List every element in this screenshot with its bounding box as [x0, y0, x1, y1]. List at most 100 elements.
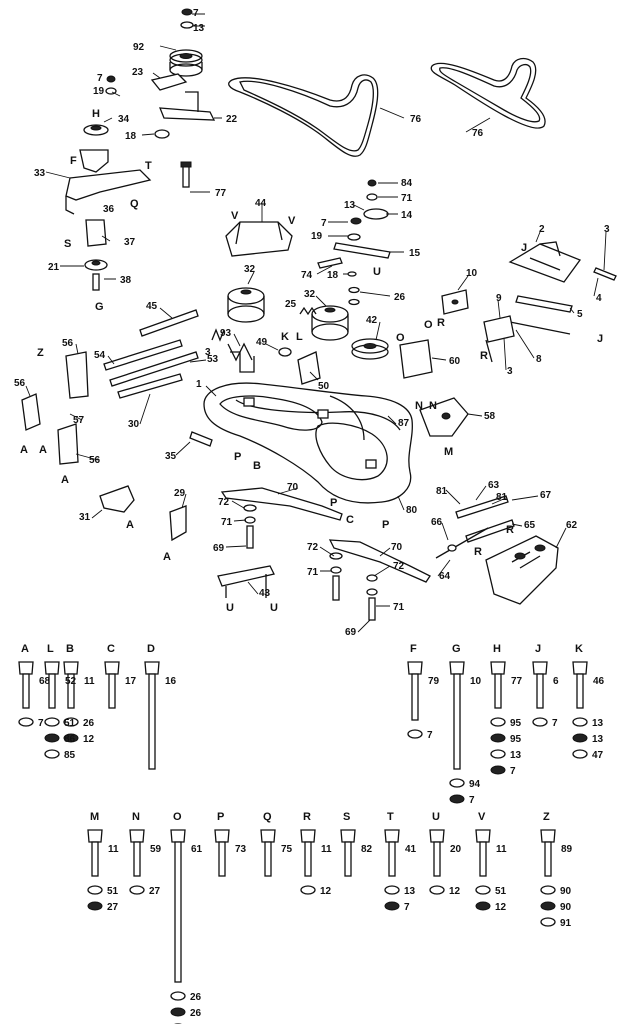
callout-c26a: 26: [394, 292, 406, 303]
letter-marker-c-25: C: [346, 514, 354, 526]
hardware-key-s: S: [343, 811, 350, 823]
callout-c72a: 72: [218, 497, 230, 508]
callout-c36: 36: [103, 204, 115, 215]
callout-c23: 23: [132, 67, 144, 78]
callout-c49: 49: [256, 337, 268, 348]
callout-c92: 92: [133, 42, 145, 53]
hardware-washer-b-2: [63, 733, 79, 743]
letter-marker-u-8: U: [373, 266, 381, 278]
hardware-part-l-0: 52: [65, 676, 77, 687]
blade-bolt-stack-right: [329, 552, 378, 621]
hardware-part-a-0: 68: [39, 676, 51, 687]
hardware-group-p: P73: [214, 811, 247, 877]
bolt-head-u: [429, 829, 445, 843]
hardware-washer-b-1: [63, 717, 79, 727]
bolt-shank-t: [388, 841, 396, 877]
bolt-shank-z: [544, 841, 552, 877]
letter-marker-b-22: B: [253, 460, 261, 472]
hardware-part-g-2: 7: [469, 795, 475, 806]
callout-c74: 74: [301, 270, 313, 281]
bolt-shank-o: [174, 841, 182, 983]
hardware-key-t: T: [387, 811, 394, 823]
callout-c32a: 32: [244, 264, 256, 275]
callout-c84: 84: [401, 178, 413, 189]
callout-c71c: 71: [307, 567, 319, 578]
bracket-9: [483, 315, 515, 363]
hardware-key-n: N: [132, 811, 140, 823]
blade-bolt-stack-left: [243, 504, 257, 549]
hardware-part-u-1: 12: [449, 886, 461, 897]
callout-c43: 43: [259, 588, 271, 599]
hardware-part-k-3: 47: [592, 750, 604, 761]
hinge-plates-63-65: [455, 495, 515, 543]
callout-c5: 5: [577, 309, 583, 320]
belt-guide-bracket-assembly: [65, 124, 170, 291]
hardware-washer-m-2: [87, 901, 103, 911]
callout-c42: 42: [366, 315, 378, 326]
bracket-56-left: [21, 393, 41, 431]
hardware-washer-f-1: [407, 729, 423, 739]
bolt-shank-q: [264, 841, 272, 877]
callout-c56c: 56: [89, 455, 101, 466]
callout-c13a: 13: [193, 23, 205, 34]
letter-marker-v-6: V: [231, 210, 239, 222]
hardware-washer-a-1: [18, 717, 34, 727]
hardware-washer-u-1: [429, 885, 445, 895]
callout-c70b: 70: [391, 542, 403, 553]
hardware-key-a: A: [21, 643, 29, 655]
callout-c1: 1: [196, 379, 202, 390]
hardware-key-g: G: [452, 643, 461, 655]
callout-c93: 93: [220, 328, 232, 339]
letter-marker-r-34: R: [506, 524, 514, 536]
hardware-group-q: Q75: [260, 811, 293, 877]
letter-marker-k-13: K: [281, 331, 289, 343]
hardware-part-v-2: 12: [495, 902, 507, 913]
callout-c4: 4: [596, 293, 602, 304]
letter-marker-p-24: P: [330, 497, 337, 509]
letter-marker-a-29: A: [126, 519, 134, 531]
hardware-part-f-0: 79: [428, 676, 440, 687]
hardware-part-h-2: 95: [510, 734, 522, 745]
bracket-60: [399, 339, 433, 379]
hardware-part-t-0: 41: [405, 844, 417, 855]
hardware-part-o-0: 61: [191, 844, 203, 855]
hardware-part-l-1: 51: [64, 718, 76, 729]
callout-c65: 65: [524, 520, 536, 531]
bolt-head-n: [129, 829, 145, 843]
hardware-part-r-0: 11: [321, 844, 332, 855]
bolt-shank-f: [411, 673, 419, 721]
bolt-head-j: [532, 661, 548, 675]
hardware-washer-r-1: [300, 885, 316, 895]
hardware-washer-t-2: [384, 901, 400, 911]
callout-c64: 64: [439, 571, 451, 582]
callout-c35: 35: [165, 451, 177, 462]
callout-c44: 44: [255, 198, 267, 209]
hardware-part-n-1: 27: [149, 886, 161, 897]
callout-c70a: 70: [287, 482, 299, 493]
callout-c54: 54: [94, 350, 106, 361]
bracket-10: [441, 289, 469, 315]
callout-c13b: 13: [344, 200, 356, 211]
spring-25: [299, 306, 317, 316]
hardware-washer-n-1: [129, 885, 145, 895]
right-spindle-parts: [317, 179, 391, 277]
hardware-part-l-2: 86: [64, 734, 76, 745]
hardware-group-j: J67: [532, 643, 559, 729]
callout-c71b: 71: [221, 517, 233, 528]
callout-c60: 60: [449, 356, 461, 367]
bolt-shank-v: [479, 841, 487, 877]
hardware-part-t-1: 13: [404, 886, 416, 897]
hardware-part-p-0: 73: [235, 844, 247, 855]
hardware-part-t-2: 7: [404, 902, 410, 913]
bolt-shank-m: [91, 841, 99, 877]
letter-marker-o-15: O: [396, 332, 405, 344]
hardware-part-h-1: 95: [510, 718, 522, 729]
support-bracket-43: [217, 565, 275, 598]
hardware-part-c-0: 17: [125, 676, 137, 687]
